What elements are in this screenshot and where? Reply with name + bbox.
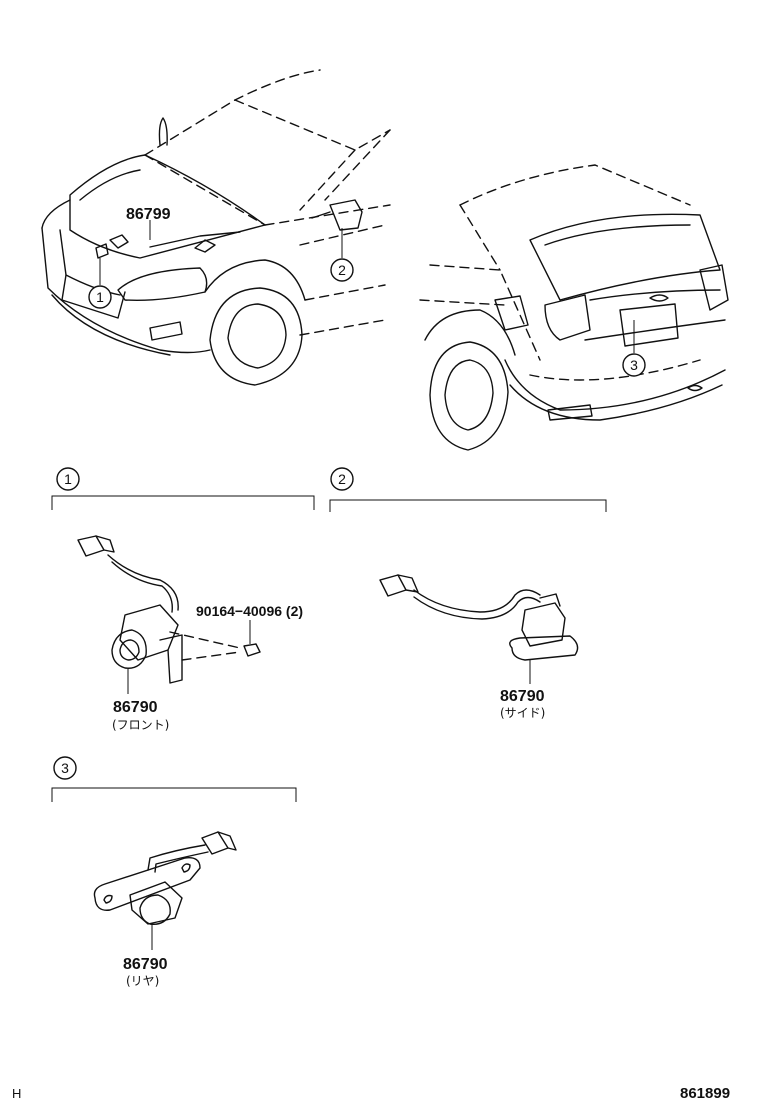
section-1-header: 1 xyxy=(51,467,315,510)
section-2-header: 2 xyxy=(329,467,607,512)
side-camera-illustration xyxy=(379,574,579,684)
footer-left-code: H xyxy=(12,1086,21,1101)
callout-2-front: 2 xyxy=(330,258,354,282)
rear-vehicle-illustration xyxy=(419,164,729,451)
front-vehicle-illustration xyxy=(41,69,391,386)
rear-camera-note: (リヤ) xyxy=(126,974,159,988)
diagram-number: 861899 xyxy=(680,1085,730,1102)
washer-nozzle-part-number: 86799 xyxy=(126,206,171,223)
front-camera-part-number: 86790 xyxy=(113,699,158,716)
front-camera-illustration xyxy=(77,535,261,694)
front-camera-note: (フロント) xyxy=(112,718,169,732)
rear-camera-part-number: 86790 xyxy=(123,956,168,973)
side-camera-note: (サイド) xyxy=(500,706,545,720)
svg-text:1: 1 xyxy=(64,471,72,487)
rear-camera-illustration xyxy=(93,831,237,950)
callout-1-front: 1 xyxy=(88,285,112,309)
callout-3-rear: 3 xyxy=(622,353,646,377)
side-camera-part-number: 86790 xyxy=(500,688,545,705)
svg-text:2: 2 xyxy=(338,471,346,487)
section-3-header: 3 xyxy=(51,756,297,802)
svg-text:3: 3 xyxy=(61,760,69,776)
svg-text:1: 1 xyxy=(96,289,104,305)
screw-part-number: 90164−40096 (2) xyxy=(196,603,303,619)
svg-text:2: 2 xyxy=(338,262,346,278)
svg-text:3: 3 xyxy=(630,357,638,373)
